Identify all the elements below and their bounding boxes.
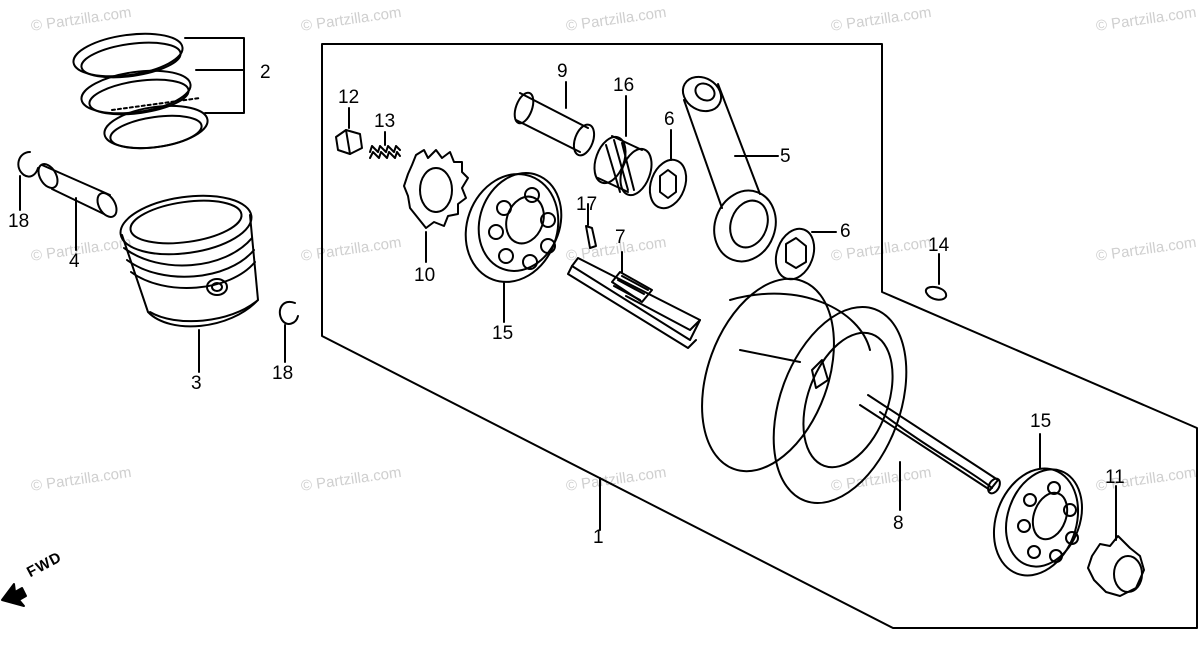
callout-7: 7 (615, 227, 626, 248)
callout-18-left: 18 (8, 211, 30, 232)
fwd-arrow-icon (1, 583, 27, 607)
callout-14: 14 (928, 235, 950, 256)
callout-8: 8 (893, 513, 904, 534)
piston-rings (72, 32, 209, 150)
needle-bearing-16 (593, 135, 653, 197)
callout-10: 10 (414, 265, 436, 286)
callout-17: 17 (576, 194, 598, 215)
callout-9: 9 (557, 61, 568, 82)
callout-4: 4 (69, 251, 80, 272)
callout-1: 1 (593, 527, 604, 548)
callout-16: 16 (613, 75, 635, 96)
bearing-15-bottom (992, 467, 1083, 577)
piston-pin (37, 163, 118, 218)
callout-6-top: 6 (664, 109, 675, 130)
washer-6-top (648, 158, 688, 210)
key-14 (924, 286, 948, 301)
callout-12: 12 (338, 87, 360, 108)
connecting-rod-5 (681, 75, 777, 263)
assembly-outline (321, 43, 1198, 629)
callout-13: 13 (374, 111, 396, 132)
callout-15-bottom: 15 (1030, 411, 1052, 432)
spring-13 (369, 145, 401, 159)
callout-3: 3 (191, 373, 202, 394)
callout-5: 5 (780, 146, 791, 167)
pin-17 (585, 225, 597, 249)
callout-18-right: 18 (272, 363, 294, 384)
circlip-left (17, 151, 39, 178)
callout-2: 2 (260, 62, 271, 83)
callout-15-top: 15 (492, 323, 514, 344)
callout-11: 11 (1105, 467, 1125, 488)
crankshaft (567, 257, 1001, 505)
callout-6-bottom: 6 (840, 221, 851, 242)
gear-11 (1087, 535, 1145, 597)
piston (119, 194, 259, 328)
bearing-15-top (464, 172, 563, 283)
roller-9 (513, 91, 596, 157)
gear-10 (403, 149, 469, 229)
leader-2 (184, 37, 245, 114)
circlip-right (278, 300, 299, 325)
cap-12 (335, 129, 363, 155)
